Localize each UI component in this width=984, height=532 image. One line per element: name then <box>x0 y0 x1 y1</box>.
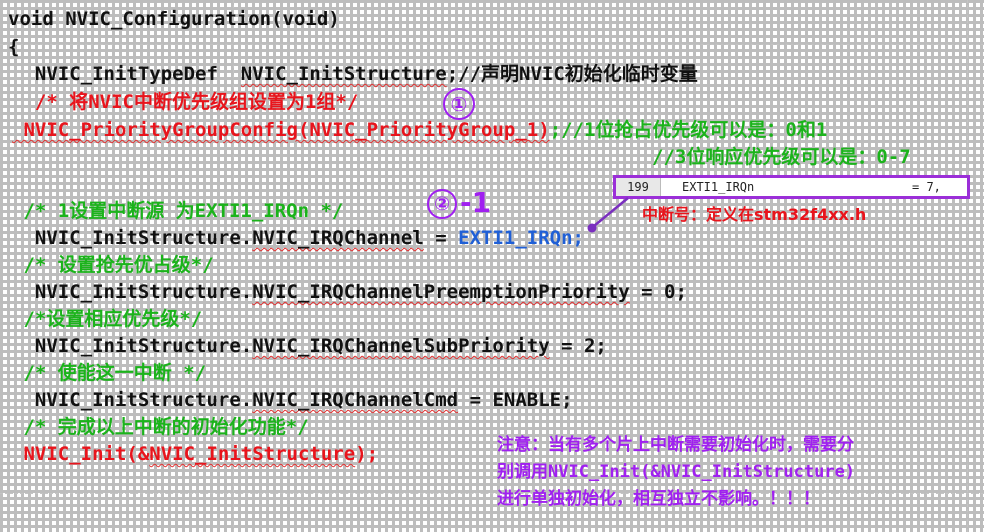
struct-member-prefix: NVIC_InitStructure. <box>12 335 253 357</box>
assign-value: = 2; <box>549 335 607 357</box>
step-marker-1: ① <box>443 88 475 120</box>
comment-preemption-priority: /* 设置抢先优占级*/ <box>12 254 214 276</box>
guide-line <box>233 0 234 532</box>
comment-complete-init: /* 完成以上中断的初始化功能*/ <box>12 416 309 438</box>
assign-value: = 0; <box>629 281 687 303</box>
arrow-dot <box>587 223 597 233</box>
variable-name: NVIC_InitStructure <box>240 63 447 85</box>
code-line-function-signature: void NVIC_Configuration(void) <box>8 8 340 30</box>
struct-member-prefix: NVIC_InitStructure. <box>12 389 253 411</box>
arrow-line <box>593 197 629 227</box>
code-line-sub-priority: NVIC_InitStructure.NVIC_IRQChannelSubPri… <box>12 335 607 357</box>
irqn-definition-label: 中断号：定义在stm32f4xx.h <box>642 205 867 224</box>
nvic-init-arg: NVIC_InitStructure <box>149 443 356 465</box>
note-line-2: 别调用NVIC_Init(&NVIC_InitStructure) <box>497 462 856 482</box>
declaration-comment: //声明NVIC初始化临时变量 <box>458 63 698 85</box>
note-line-3: 进行单独初始化，相互独立不影响。！！！ <box>497 489 820 509</box>
exti1-irqn-value: EXTI1_IRQn; <box>458 227 584 249</box>
irqn-definition-box: 199 EXTI1_IRQn = 7, <box>613 175 970 199</box>
code-line-irq-channel: NVIC_InitStructure.NVIC_IRQChannel = EXT… <box>12 227 584 249</box>
enum-value: = 7, <box>912 180 941 194</box>
step-marker-2-suffix: -1 <box>460 186 492 219</box>
type-name: NVIC_InitTypeDef <box>12 63 241 85</box>
step-marker-2: ② <box>427 189 457 219</box>
guide-line <box>967 0 968 532</box>
assign-value: = ENABLE; <box>458 389 573 411</box>
comment-enable-irq: /* 使能这一中断 */ <box>12 362 207 384</box>
comment-set-irq-source: /* 1设置中断源 为EXTI1_IRQn */ <box>12 200 344 222</box>
semicolon: ; <box>446 63 459 85</box>
line-number: 199 <box>616 178 661 196</box>
irq-channel-field: NVIC_IRQChannel <box>252 227 424 249</box>
priority-group-call: NVIC_PriorityGroupConfig(NVIC_PriorityGr… <box>12 119 550 141</box>
closing-paren: ); <box>355 443 379 465</box>
subpriority-comment: //3位响应优先级可以是：0-7 <box>652 146 911 168</box>
code-line-preemption-priority: NVIC_InitStructure.NVIC_IRQChannelPreemp… <box>12 281 687 303</box>
struct-member-prefix: NVIC_InitStructure. <box>12 227 253 249</box>
code-line-channel-cmd: NVIC_InitStructure.NVIC_IRQChannelCmd = … <box>12 389 573 411</box>
guide-line <box>0 493 984 494</box>
semicolon: ; <box>549 119 562 141</box>
struct-member-prefix: NVIC_InitStructure. <box>12 281 253 303</box>
note-line-1: 注意：当有多个片上中断需要初始化时，需要分 <box>497 435 854 455</box>
nvic-init-call: NVIC_Init(& <box>12 443 150 465</box>
preemption-comment: //1位抢占优先级可以是：0和1 <box>561 119 828 141</box>
comment-set-priority-group: /* 将NVIC中断优先级组设置为1组*/ <box>12 91 359 113</box>
code-line-priority-group-config: NVIC_PriorityGroupConfig(NVIC_PriorityGr… <box>12 119 827 141</box>
sub-priority-field: NVIC_IRQChannelSubPriority <box>252 335 550 357</box>
guide-line <box>0 44 984 45</box>
code-line-open-brace: { <box>8 36 20 58</box>
preemption-priority-field: NVIC_IRQChannelPreemptionPriority <box>252 281 630 303</box>
comment-sub-priority: /*设置相应优先级*/ <box>12 308 203 330</box>
enum-name: EXTI1_IRQn <box>682 180 755 194</box>
assign-operator: = <box>423 227 459 249</box>
code-line-declaration: NVIC_InitTypeDef NVIC_InitStructure;//声明… <box>12 63 698 85</box>
code-line-nvic-init: NVIC_Init(&NVIC_InitStructure); <box>12 443 378 465</box>
channel-cmd-field: NVIC_IRQChannelCmd <box>252 389 459 411</box>
